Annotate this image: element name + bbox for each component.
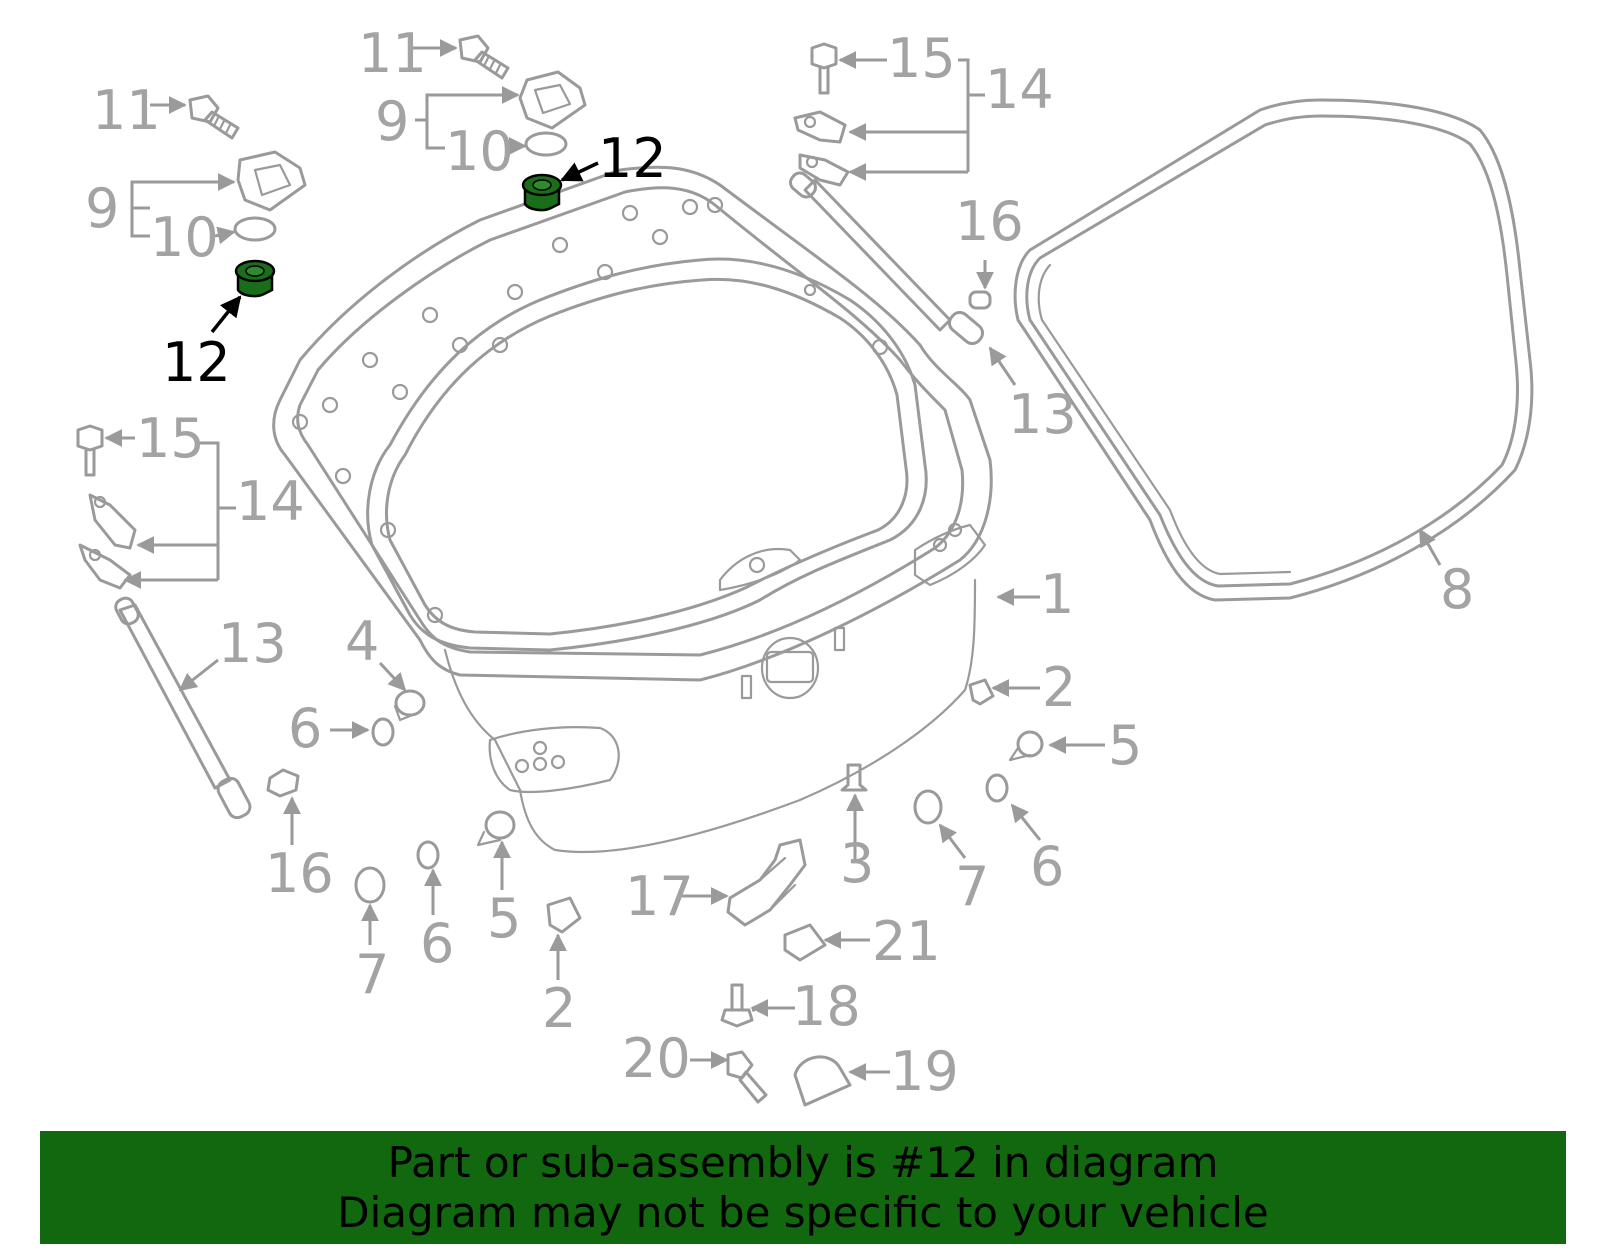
callout-2: 2 bbox=[542, 977, 576, 1040]
strut-right-drawing bbox=[789, 171, 985, 346]
callout-13: 13 bbox=[1008, 383, 1077, 446]
clip-19-drawing bbox=[793, 1055, 852, 1107]
callout-4: 4 bbox=[345, 610, 379, 673]
washer-6c-drawing bbox=[985, 773, 1009, 803]
clip-21-drawing bbox=[783, 923, 827, 962]
bracket-right-drawing bbox=[793, 110, 850, 187]
callout-15: 15 bbox=[136, 407, 205, 470]
callout-11: 11 bbox=[358, 22, 427, 85]
callout-5: 5 bbox=[487, 887, 521, 950]
plug-7a-drawing bbox=[354, 866, 386, 904]
washer-right-drawing bbox=[524, 131, 568, 157]
callout-14: 14 bbox=[236, 470, 305, 533]
bolt-right-drawing bbox=[458, 34, 510, 80]
weatherstrip-drawing bbox=[1013, 98, 1534, 602]
callout-14: 14 bbox=[985, 58, 1054, 121]
callout-13: 13 bbox=[218, 612, 287, 675]
bolt-15-right-drawing bbox=[810, 42, 838, 95]
callout-21: 21 bbox=[872, 910, 941, 973]
bumper-16-left-drawing bbox=[266, 768, 300, 798]
callout-18: 18 bbox=[792, 975, 861, 1038]
callout-17: 17 bbox=[625, 865, 694, 928]
highlighted-nut-left[interactable] bbox=[234, 259, 276, 298]
bumper-5a-drawing bbox=[476, 810, 516, 847]
banner-line-disclaimer: Diagram may not be specific to your vehi… bbox=[337, 1187, 1269, 1237]
striker-3-drawing bbox=[840, 763, 868, 792]
bracket-left-drawing bbox=[78, 493, 137, 590]
clip-4-drawing bbox=[393, 689, 426, 722]
callout-9: 9 bbox=[85, 177, 119, 240]
callout-9: 9 bbox=[375, 90, 409, 153]
hinge-right-drawing bbox=[518, 70, 587, 130]
washer-left-drawing bbox=[233, 216, 277, 242]
callout-16: 16 bbox=[265, 842, 334, 905]
callout-10: 10 bbox=[445, 120, 514, 183]
leader-lines bbox=[104, 39, 1442, 1081]
bolt-15-left-drawing bbox=[76, 424, 104, 477]
highlighted-nut-right[interactable] bbox=[521, 173, 563, 212]
callout-20: 20 bbox=[622, 1027, 691, 1090]
washer-6b-drawing bbox=[416, 840, 440, 870]
callout-5: 5 bbox=[1108, 714, 1142, 777]
callout-3: 3 bbox=[840, 832, 874, 895]
latch-17-drawing bbox=[726, 838, 807, 927]
bolt-18-drawing bbox=[720, 983, 754, 1028]
bolt-left-drawing bbox=[188, 94, 240, 140]
callout-12-highlight: 12 bbox=[598, 127, 667, 190]
callout-12-highlight: 12 bbox=[162, 331, 231, 394]
stopper-2b-drawing bbox=[968, 678, 995, 706]
hinge-left-drawing bbox=[236, 150, 307, 212]
callout-11: 11 bbox=[92, 79, 161, 142]
callout-16: 16 bbox=[955, 190, 1024, 253]
callout-19: 19 bbox=[890, 1040, 959, 1103]
liftgate-panel-drawing bbox=[272, 165, 993, 854]
banner-line-part: Part or sub-assembly is #12 in diagram bbox=[387, 1137, 1219, 1187]
callout-labels: 1 2 2 3 4 5 5 6 6 6 7 7 8 9 9 10 10 11 1… bbox=[85, 22, 1474, 1103]
callout-8: 8 bbox=[1440, 558, 1474, 621]
callout-7: 7 bbox=[955, 855, 989, 918]
washer-6a-drawing bbox=[371, 717, 395, 747]
callout-10: 10 bbox=[150, 206, 219, 269]
plug-7b-drawing bbox=[913, 789, 943, 825]
callout-1: 1 bbox=[1040, 563, 1074, 626]
callout-6: 6 bbox=[420, 912, 454, 975]
info-banner: Part or sub-assembly is #12 in diagram D… bbox=[40, 1131, 1566, 1244]
callout-6: 6 bbox=[1030, 835, 1064, 898]
bolt-20-drawing bbox=[726, 1050, 768, 1104]
strut-left-drawing bbox=[114, 596, 252, 820]
stopper-2a-drawing bbox=[546, 896, 582, 934]
bumper-16-right-drawing bbox=[968, 290, 992, 310]
callout-2: 2 bbox=[1042, 656, 1076, 719]
bumper-5b-drawing bbox=[1008, 730, 1044, 762]
callout-7: 7 bbox=[355, 943, 389, 1006]
callout-15: 15 bbox=[887, 27, 956, 90]
callout-6: 6 bbox=[288, 697, 322, 760]
